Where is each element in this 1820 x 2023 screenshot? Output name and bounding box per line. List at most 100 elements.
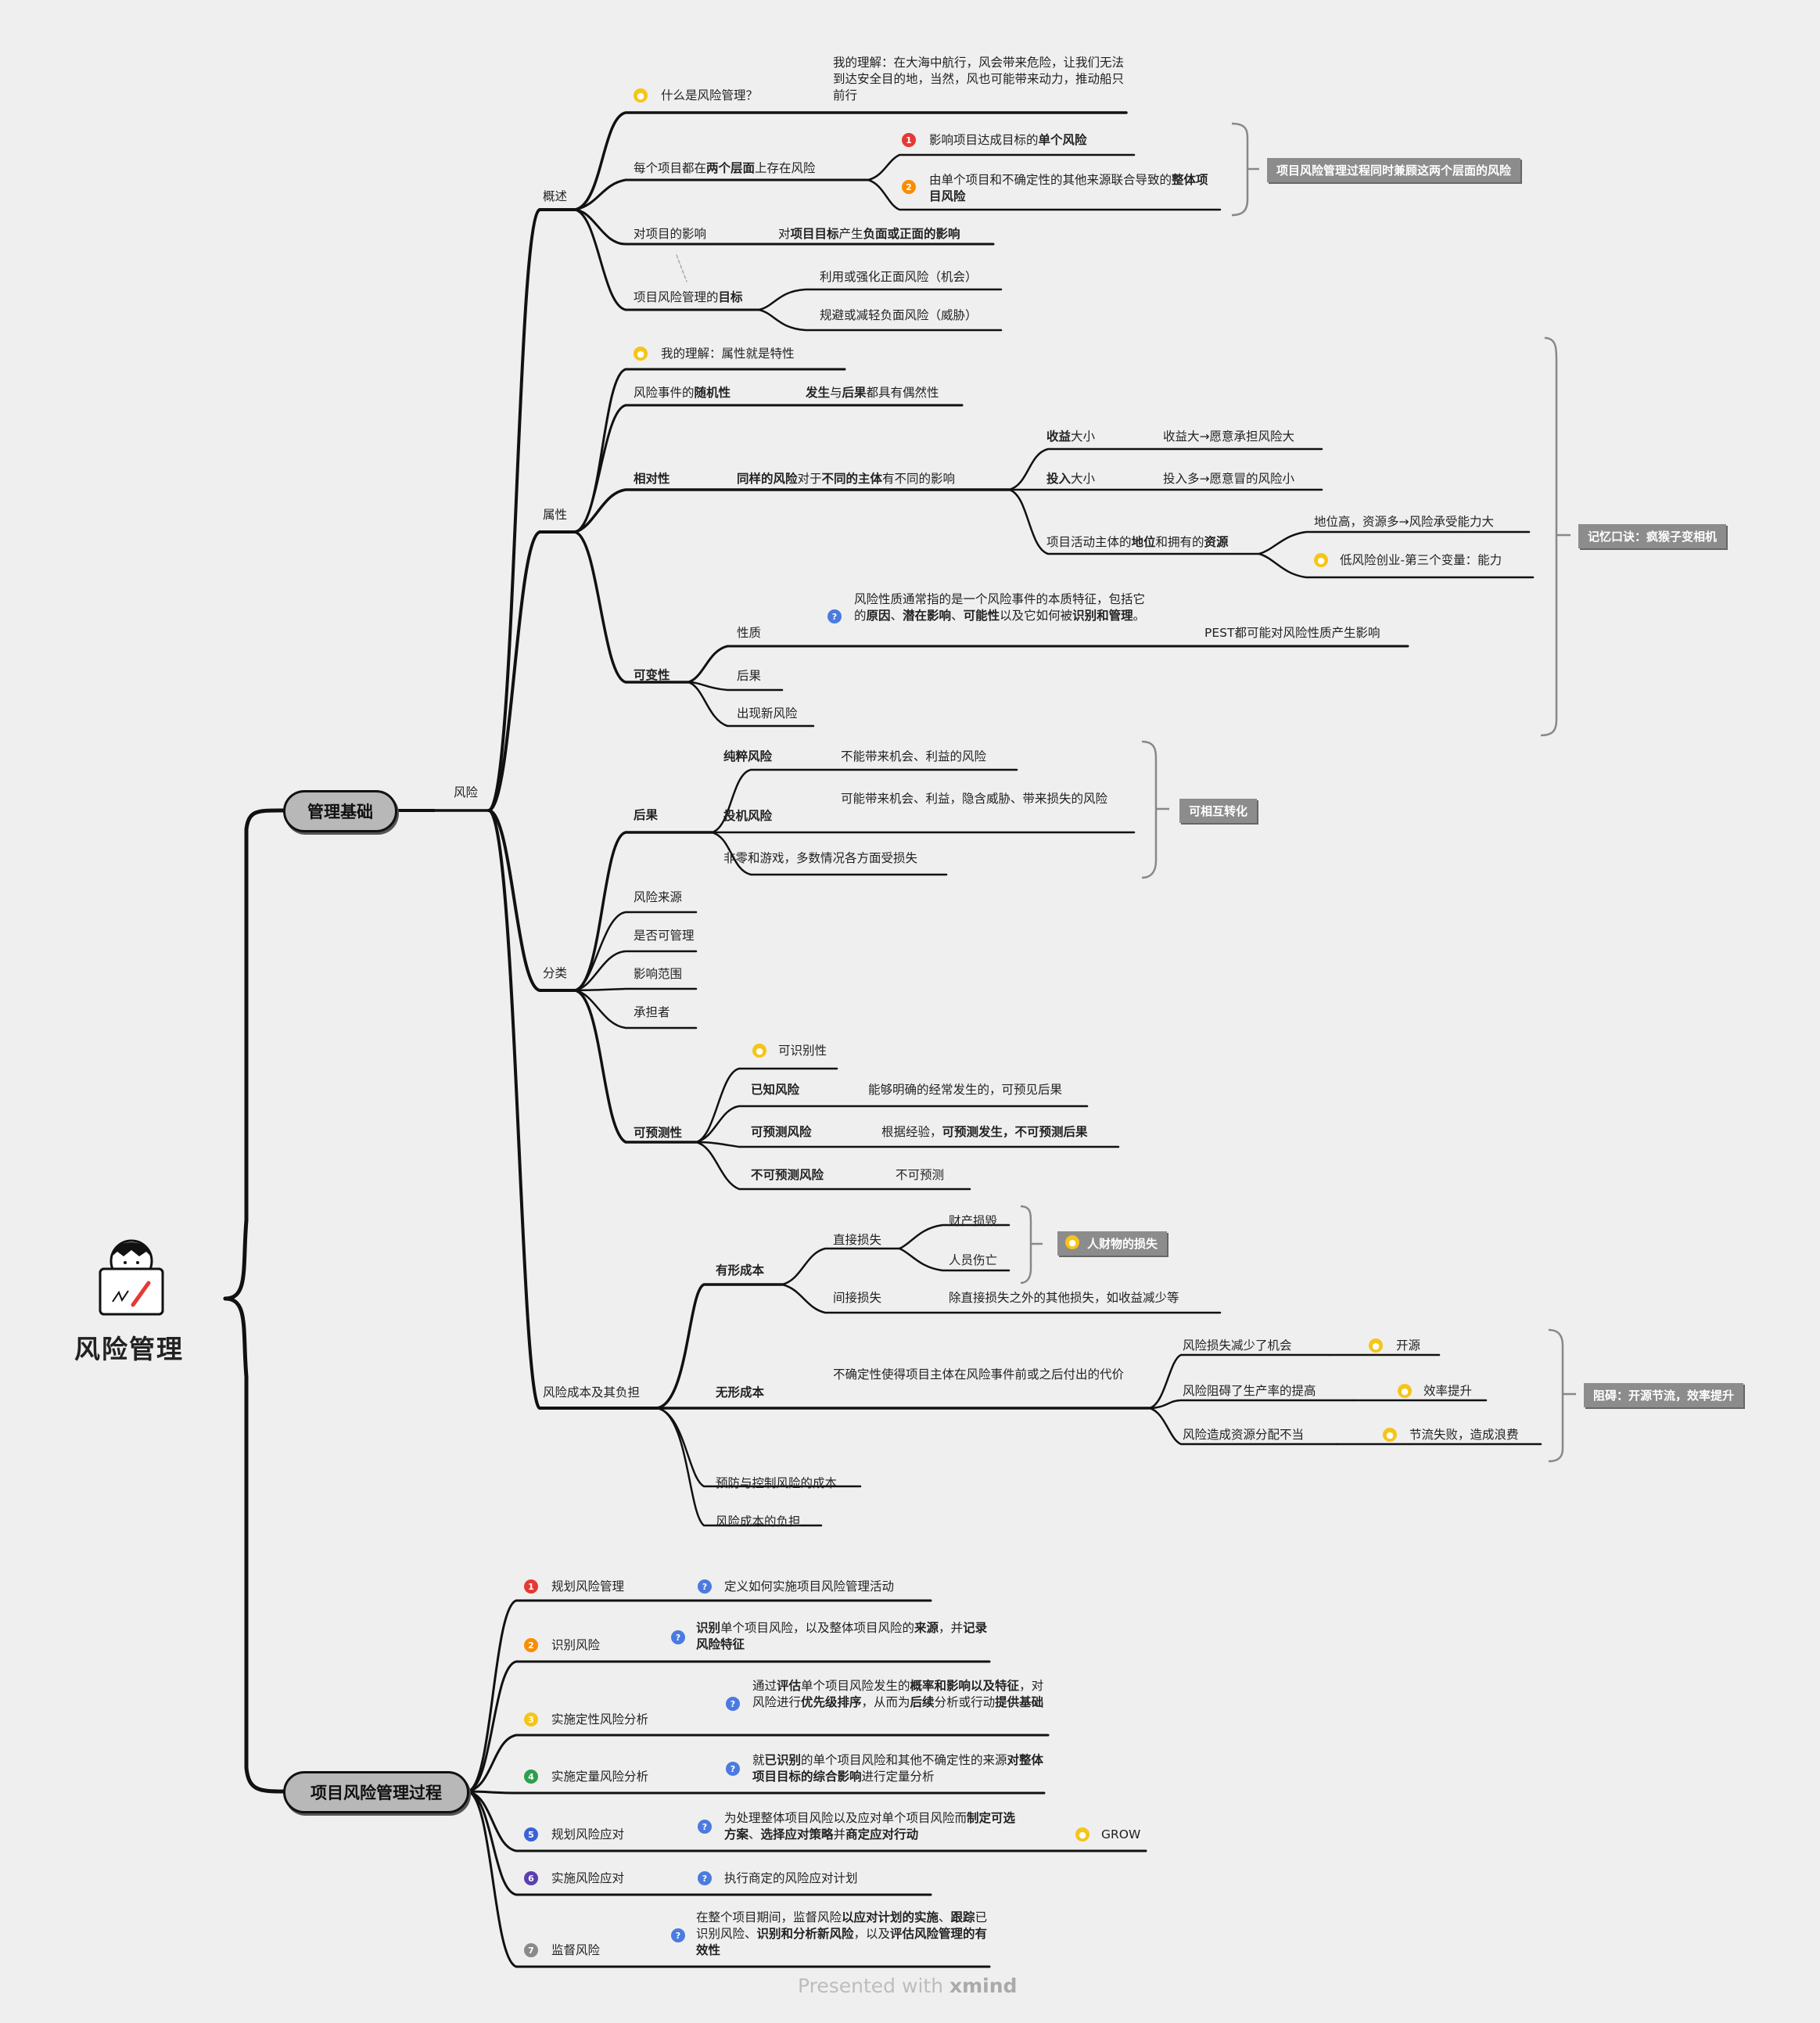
node-cost[interactable]: 风险成本及其负担 xyxy=(543,1385,641,1400)
node-speculative-desc[interactable]: 可能带来机会、利益，隐含威胁、带来损失的风险 xyxy=(841,792,1108,806)
node-pure-desc[interactable]: 不能带来机会、利益的风险 xyxy=(841,749,987,764)
node-property-loss[interactable]: 财产损毁 xyxy=(949,1214,998,1228)
node-status-desc[interactable]: 地位高，资源多→风险承受能力大 xyxy=(1314,515,1494,529)
node-unpredictable-risk[interactable]: 不可预测风险 xyxy=(751,1168,824,1182)
step-identify-desc[interactable]: 识别单个项目风险，以及整体项目风险的来源，并记录风险特征 xyxy=(696,1620,993,1653)
text-bold: 对整体项目目标的综合影响 xyxy=(752,1753,1044,1784)
node-single-risk[interactable]: 影响项目达成目标的单个风险 xyxy=(929,132,1087,149)
bulb-icon: ● xyxy=(1065,1235,1079,1249)
node-manageable[interactable]: 是否可管理 xyxy=(634,929,695,943)
text: 影响项目达成目标的 xyxy=(929,133,1039,147)
node-attributes[interactable]: 属性 xyxy=(543,508,568,522)
node-overview[interactable]: 概述 xyxy=(543,189,568,203)
node-casualty[interactable]: 人员伤亡 xyxy=(949,1253,998,1267)
node-tangible-cost[interactable]: 有形成本 xyxy=(716,1263,765,1277)
node-pure-risk[interactable]: 纯粹风险 xyxy=(723,749,773,764)
node-predictable-desc[interactable]: 根据经验，可预测发生，不可预测后果 xyxy=(881,1124,1088,1141)
node-invest[interactable]: 投入大小 xyxy=(1046,471,1095,487)
tag-text: 人财物的损失 xyxy=(1087,1237,1158,1251)
node-speculative-risk[interactable]: 投机风险 xyxy=(723,809,773,823)
node-bearer[interactable]: 承担者 xyxy=(634,1005,670,1019)
step-plan-desc[interactable]: 定义如何实施项目风险管理活动 xyxy=(724,1579,895,1594)
node-misallocation[interactable]: 风险造成资源分配不当 xyxy=(1183,1428,1305,1442)
node-identifiable[interactable]: 可识别性 xyxy=(778,1044,827,1058)
node-goal-opportunity[interactable]: 利用或强化正面风险（机会） xyxy=(820,270,978,284)
node-open-source[interactable]: 开源 xyxy=(1396,1338,1421,1353)
node-status-resource[interactable]: 项目活动主体的地位和拥有的资源 xyxy=(1046,534,1229,551)
node-variability[interactable]: 可变性 xyxy=(634,668,670,682)
step-qualitative-label[interactable]: 实施定性风险分析 xyxy=(551,1712,649,1727)
node-goal-threat[interactable]: 规避或减轻负面风险（威胁） xyxy=(820,308,978,322)
node-scope[interactable]: 影响范围 xyxy=(634,967,683,981)
step-implement-desc[interactable]: 执行商定的风险应对计划 xyxy=(724,1871,858,1885)
text: 进行定量分析 xyxy=(861,1770,935,1784)
node-classification[interactable]: 分类 xyxy=(543,966,568,980)
text-bold: 可能性 xyxy=(963,609,1000,623)
step-plan-response-label[interactable]: 规划风险应对 xyxy=(551,1827,625,1842)
node-goal[interactable]: 项目风险管理的目标 xyxy=(634,289,743,306)
step-monitor-label[interactable]: 监督风险 xyxy=(551,1943,601,1957)
node-source[interactable]: 风险来源 xyxy=(634,890,683,904)
text: 都具有偶然性 xyxy=(866,386,939,400)
text: 产生 xyxy=(838,227,863,241)
node-risk[interactable]: 风险 xyxy=(454,785,479,799)
step-identify-label[interactable]: 识别风险 xyxy=(551,1638,601,1652)
node-grow[interactable]: GROW xyxy=(1101,1827,1141,1842)
node-save-failure[interactable]: 节流失败，造成浪费 xyxy=(1409,1428,1519,1442)
node-known-risk[interactable]: 已知风险 xyxy=(751,1083,800,1097)
step-quantitative-desc[interactable]: 就已识别的单个项目风险和其他不确定性的来源对整体项目目标的综合影响进行定量分析 xyxy=(752,1752,1046,1785)
node-what-is-risk-management[interactable]: 什么是风险管理？ xyxy=(661,88,759,102)
branch-basics[interactable]: 管理基础 xyxy=(283,790,397,832)
node-loss-opportunity[interactable]: 风险损失减少了机会 xyxy=(1183,1338,1292,1353)
node-predictable-risk[interactable]: 可预测风险 xyxy=(751,1125,812,1139)
node-gain[interactable]: 收益大小 xyxy=(1046,429,1095,445)
step-plan-response-desc[interactable]: 为处理整体项目风险以及应对单个项目风险而制定可选方案、选择应对策略并商定应对行动 xyxy=(724,1810,1018,1843)
node-ability[interactable]: 低风险创业-第三个变量：能力 xyxy=(1340,553,1502,567)
node-impact-desc[interactable]: 对项目目标产生负面或正面的影响 xyxy=(778,226,960,243)
node-nature[interactable]: 性质 xyxy=(737,626,762,640)
node-intangible-desc[interactable]: 不确定性使得项目主体在风险事件前或之后付出的代价 xyxy=(833,1367,1125,1382)
node-new-risk[interactable]: 出现新风险 xyxy=(737,706,798,720)
step-implement-label[interactable]: 实施风险应对 xyxy=(551,1871,625,1885)
node-relativity-desc[interactable]: 同样的风险对于不同的主体有不同的影响 xyxy=(737,471,955,487)
node-pest[interactable]: PEST都可能对风险性质产生影响 xyxy=(1204,626,1380,640)
node-relativity[interactable]: 相对性 xyxy=(634,472,670,486)
node-prevention-cost[interactable]: 预防与控制风险的成本 xyxy=(716,1476,838,1490)
node-randomness[interactable]: 风险事件的随机性 xyxy=(634,385,731,401)
node-two-levels[interactable]: 每个项目都在两个层面上存在风险 xyxy=(634,160,816,177)
text-bold: 来源 xyxy=(914,1621,939,1635)
question-icon: ? xyxy=(671,1928,685,1942)
step-monitor-desc[interactable]: 在整个项目期间，监督风险以应对计划的实施、跟踪已识别风险、识别和分析新风险，以及… xyxy=(696,1910,993,1959)
note-what-is-risk: 我的理解：在大海中航行，风会带来危险，让我们无法到达安全目的地，当然，风也可能带… xyxy=(833,56,1125,102)
text: 单个项目风险发生的 xyxy=(801,1679,910,1693)
node-unpredictable-desc[interactable]: 不可预测 xyxy=(896,1168,945,1182)
node-cost-burden[interactable]: 风险成本的负担 xyxy=(716,1515,801,1529)
node-zero-sum[interactable]: 非零和游戏，多数情况各方面受损失 xyxy=(723,851,918,865)
text-bold: 随机性 xyxy=(694,386,731,400)
footer-text: Presented with xyxy=(798,1974,949,1997)
node-known-desc[interactable]: 能够明确的经常发生的，可预见后果 xyxy=(868,1083,1063,1097)
footer-watermark: Presented with xmind xyxy=(798,1974,1017,1997)
branch-process[interactable]: 项目风险管理过程 xyxy=(283,1771,469,1813)
text-bold: 概率和影响以及特征 xyxy=(910,1679,1020,1693)
node-consequence-change[interactable]: 后果 xyxy=(737,669,762,683)
root-title[interactable]: 风险管理 xyxy=(74,1334,184,1364)
node-gain-desc[interactable]: 收益大→愿意承担风险大 xyxy=(1163,429,1294,444)
node-intangible-cost[interactable]: 无形成本 xyxy=(716,1385,765,1400)
node-indirect-loss[interactable]: 间接损失 xyxy=(833,1291,882,1305)
node-result[interactable]: 后果 xyxy=(634,808,659,822)
node-direct-loss[interactable]: 直接损失 xyxy=(833,1233,882,1247)
node-efficiency[interactable]: 效率提升 xyxy=(1423,1384,1473,1398)
node-overall-risk[interactable]: 由单个项目和不确定性的其他来源联合导致的整体项目风险 xyxy=(929,172,1219,205)
step-qualitative-desc[interactable]: 通过评估单个项目风险发生的概率和影响以及特征，对风险进行优先级排序，从而为后续分… xyxy=(752,1678,1046,1711)
text: ，并 xyxy=(939,1621,964,1635)
step-quantitative-label[interactable]: 实施定量风险分析 xyxy=(551,1770,649,1784)
node-hinder-productivity[interactable]: 风险阻碍了生产率的提高 xyxy=(1183,1384,1316,1398)
node-randomness-desc[interactable]: 发生与后果都具有偶然性 xyxy=(806,385,939,401)
node-impact[interactable]: 对项目的影响 xyxy=(634,227,707,241)
node-predictability[interactable]: 可预测性 xyxy=(634,1126,683,1140)
node-indirect-desc[interactable]: 除直接损失之外的其他损失，如收益减少等 xyxy=(949,1291,1179,1305)
step-plan-label[interactable]: 规划风险管理 xyxy=(551,1579,625,1594)
text-bold: 同样的风险 xyxy=(737,472,798,486)
node-invest-desc[interactable]: 投入多→愿意冒的风险小 xyxy=(1163,472,1294,486)
